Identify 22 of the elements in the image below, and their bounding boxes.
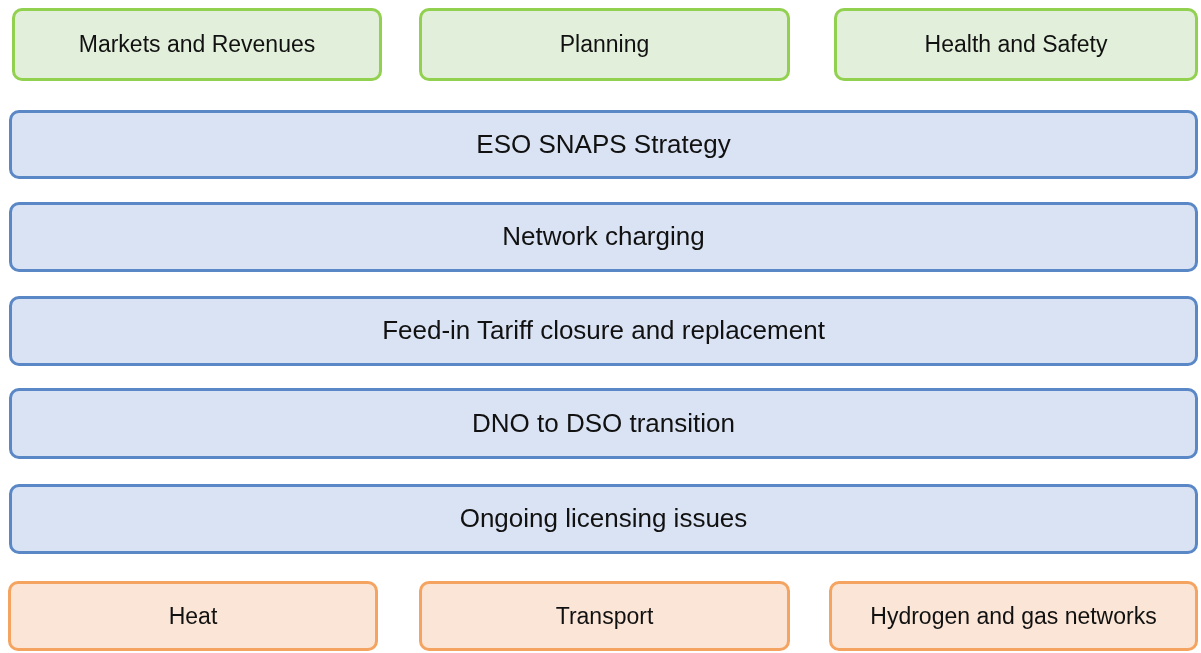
box-label: Heat [167,602,219,630]
box-label: Transport [554,602,655,630]
topic-box [8,581,378,651]
topic-bar [9,296,1198,366]
topic-bar [9,110,1198,179]
box-label: Feed-in Tariff closure and replacement [381,316,826,346]
box-label: Health and Safety [923,31,1109,58]
box-label: Ongoing licensing issues [458,504,749,534]
topic-bar [9,388,1198,459]
box-label: Network charging [501,222,706,252]
topic-box [12,8,382,81]
topic-bar [9,484,1198,554]
box-label: Markets and Revenues [77,31,317,58]
topic-box [829,581,1198,651]
box-label: Planning [558,31,651,58]
topic-box [419,581,790,651]
topic-box [419,8,790,81]
box-label: DNO to DSO transition [471,408,736,439]
topic-box [834,8,1198,81]
box-label: Hydrogen and gas networks [869,602,1158,630]
topic-bar [9,202,1198,272]
box-label: ESO SNAPS Strategy [475,129,732,160]
